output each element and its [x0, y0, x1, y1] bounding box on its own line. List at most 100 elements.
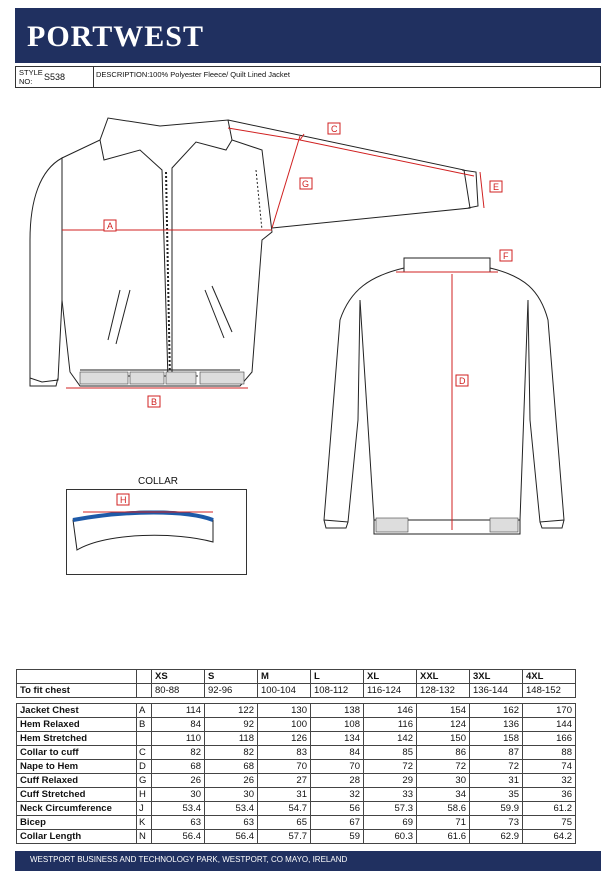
row-value: 57.7	[257, 829, 311, 844]
row-value: 84	[151, 717, 205, 732]
row-label: To fit chest	[16, 683, 137, 698]
row-code: N	[136, 829, 152, 844]
row-code	[136, 731, 152, 746]
row-value: 63	[151, 815, 205, 830]
row-code: B	[136, 717, 152, 732]
row-value: 72	[416, 759, 470, 774]
collar-label: COLLAR	[138, 476, 179, 487]
row-value: 88	[522, 745, 576, 760]
row-value: 69	[363, 815, 417, 830]
row-code: C	[136, 745, 152, 760]
row-value: 32	[522, 773, 576, 788]
row-value: 31	[257, 787, 311, 802]
row-value: 26	[151, 773, 205, 788]
row-value: 30	[204, 787, 258, 802]
row-value: 61.2	[522, 801, 576, 816]
fit-value: 148-152	[522, 683, 576, 698]
footer-address: WESTPORT BUSINESS AND TECHNOLOGY PARK, W…	[30, 855, 348, 864]
row-value: 56	[310, 801, 364, 816]
row-value: 75	[522, 815, 576, 830]
measure-letter-boxes: A B C D E F G	[103, 122, 513, 408]
description-cell: DESCRIPTION: 100% Polyester Fleece/ Quil…	[93, 67, 600, 87]
row-code: J	[136, 801, 152, 816]
fit-value: 108-112	[310, 683, 364, 698]
back-jacket-sketch	[323, 257, 565, 535]
row-label: Nape to Hem	[16, 759, 137, 774]
letter-d: D	[459, 376, 466, 386]
row-value: 29	[363, 773, 417, 788]
info-bar: STYLE NO: S538 DESCRIPTION: 100% Polyest…	[15, 66, 601, 88]
size-header: XL	[363, 669, 417, 684]
size-header: 4XL	[522, 669, 576, 684]
row-value: 54.7	[257, 801, 311, 816]
row-value: 146	[363, 703, 417, 718]
row-value: 110	[151, 731, 205, 746]
row-value: 65	[257, 815, 311, 830]
row-value: 136	[469, 717, 523, 732]
row-value: 59.9	[469, 801, 523, 816]
size-header: S	[204, 669, 258, 684]
row-value: 92	[204, 717, 258, 732]
row-value: 28	[310, 773, 364, 788]
row-code: G	[136, 773, 152, 788]
header-code-blank	[136, 669, 152, 684]
row-label: Jacket Chest	[16, 703, 137, 718]
row-label: Bicep	[16, 815, 137, 830]
row-value: 64.2	[522, 829, 576, 844]
row-value: 70	[257, 759, 311, 774]
row-value: 32	[310, 787, 364, 802]
row-value: 58.6	[416, 801, 470, 816]
fit-value: 80-88	[151, 683, 205, 698]
row-value: 86	[416, 745, 470, 760]
letter-b: B	[151, 397, 157, 407]
style-cell: STYLE NO: S538	[16, 67, 94, 87]
style-value: S538	[44, 72, 66, 82]
row-value: 87	[469, 745, 523, 760]
row-value: 82	[204, 745, 258, 760]
fit-value: 136-144	[469, 683, 523, 698]
back-hem-band	[375, 517, 519, 533]
size-header: M	[257, 669, 311, 684]
row-value: 34	[416, 787, 470, 802]
row-value: 72	[363, 759, 417, 774]
size-header: XS	[151, 669, 205, 684]
row-value: 100	[257, 717, 311, 732]
row-value: 158	[469, 731, 523, 746]
letter-g: G	[302, 179, 309, 189]
collar-detail: H	[66, 489, 247, 575]
row-value: 74	[522, 759, 576, 774]
fit-value: 116-124	[363, 683, 417, 698]
technical-drawing: A B C D E F G	[29, 117, 565, 535]
row-label: Neck Circumference	[16, 801, 137, 816]
row-label: Hem Stretched	[16, 731, 137, 746]
row-code: A	[136, 703, 152, 718]
row-value: 114	[151, 703, 205, 718]
description-label: DESCRIPTION:	[96, 70, 150, 79]
row-value: 57.3	[363, 801, 417, 816]
row-code	[136, 683, 152, 698]
row-value: 56.4	[204, 829, 258, 844]
row-value: 118	[204, 731, 258, 746]
row-value: 85	[363, 745, 417, 760]
row-value: 61.6	[416, 829, 470, 844]
row-value: 134	[310, 731, 364, 746]
row-value: 150	[416, 731, 470, 746]
row-value: 72	[469, 759, 523, 774]
row-value: 63	[204, 815, 258, 830]
letter-f: F	[503, 251, 509, 261]
row-value: 68	[151, 759, 205, 774]
row-value: 67	[310, 815, 364, 830]
brand-header: PORTWEST	[15, 8, 601, 63]
row-value: 62.9	[469, 829, 523, 844]
measure-lines	[62, 127, 498, 530]
size-header: XXL	[416, 669, 470, 684]
